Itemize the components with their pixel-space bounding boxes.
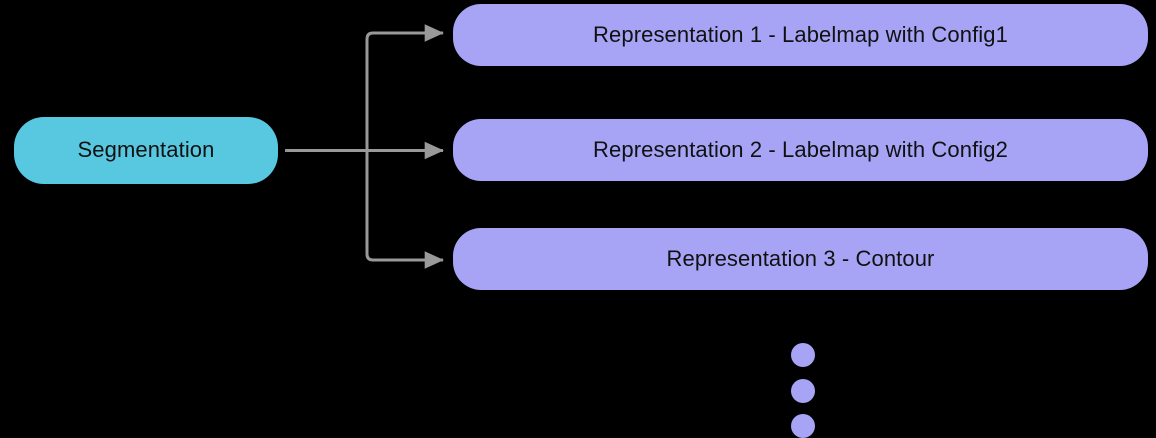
node-segmentation-label: Segmentation bbox=[77, 137, 215, 163]
node-segmentation[interactable]: Segmentation bbox=[14, 117, 278, 184]
node-representation-2[interactable]: Representation 2 - Labelmap with Config2 bbox=[453, 119, 1148, 181]
connector-branch-1 bbox=[365, 24, 444, 151]
connector-branch-3 bbox=[365, 150, 444, 269]
node-representation-3[interactable]: Representation 3 - Contour bbox=[453, 228, 1148, 290]
ellipsis-dot-1 bbox=[791, 343, 815, 367]
node-representation-2-label: Representation 2 - Labelmap with Config2 bbox=[593, 136, 1008, 162]
node-representation-1-label: Representation 1 - Labelmap with Config1 bbox=[593, 21, 1008, 47]
node-representation-1[interactable]: Representation 1 - Labelmap with Config1 bbox=[453, 4, 1148, 66]
node-representation-3-label: Representation 3 - Contour bbox=[666, 245, 935, 271]
ellipsis-dot-2 bbox=[791, 379, 815, 403]
ellipsis-dot-3 bbox=[791, 414, 815, 438]
